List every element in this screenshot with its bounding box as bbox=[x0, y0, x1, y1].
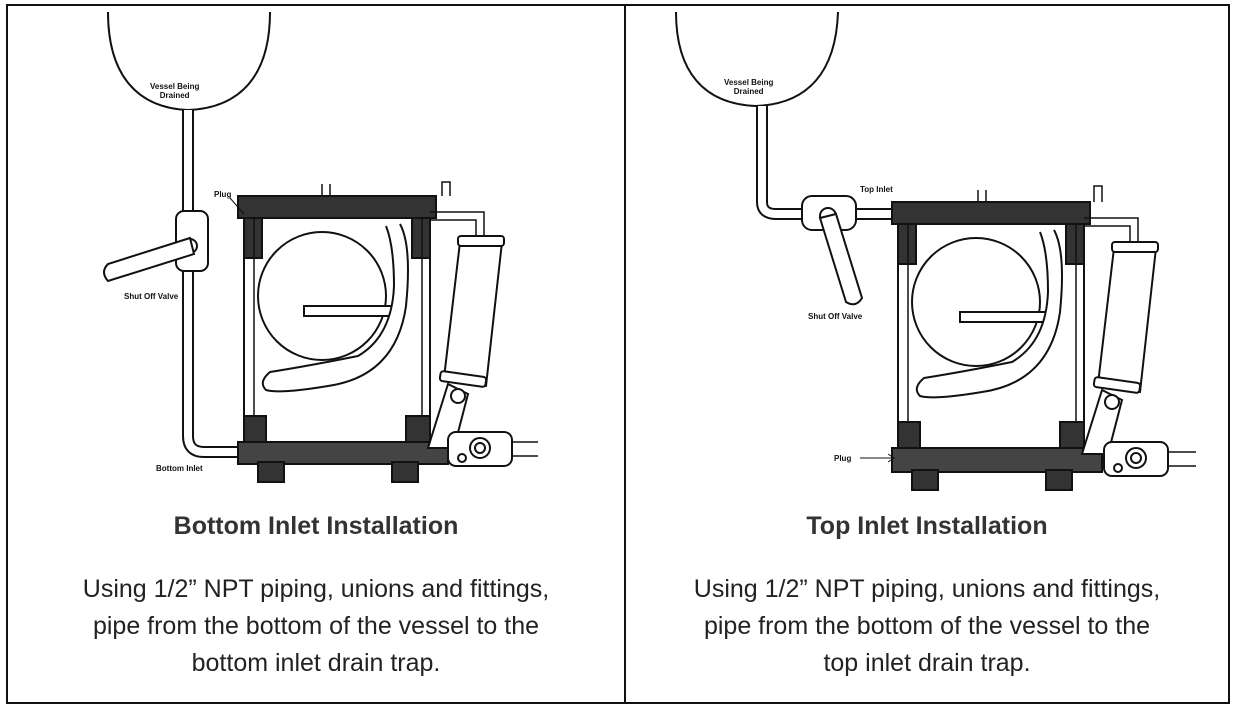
float-tube bbox=[915, 229, 1063, 399]
valve-handle bbox=[103, 236, 196, 283]
trap-base bbox=[237, 441, 449, 465]
float-ball bbox=[911, 237, 1041, 367]
shut-off-valve-label: Shut Off Valve bbox=[124, 292, 179, 301]
float-ball bbox=[257, 231, 387, 361]
top-inlet-label: Top Inlet bbox=[860, 185, 893, 194]
gauge-cylinder bbox=[1096, 247, 1158, 394]
bottom-inlet-panel: Vessel Being Drained Plug Shut Off Valve… bbox=[8, 6, 624, 702]
gauge-cylinder bbox=[442, 241, 504, 388]
trap-cover bbox=[891, 201, 1091, 225]
bottom-inlet-label: Bottom Inlet bbox=[156, 464, 203, 473]
bottom-inlet-description: Using 1/2” NPT piping, unions and fittin… bbox=[82, 575, 550, 677]
valve-handle bbox=[818, 212, 864, 306]
lever-arm bbox=[959, 311, 1055, 323]
vessel-label: Vessel Being Drained bbox=[724, 78, 774, 96]
shut-off-valve-label: Shut Off Valve bbox=[808, 312, 863, 321]
bottom-inlet-heading: Bottom Inlet Installation bbox=[173, 512, 459, 540]
trap-cover bbox=[237, 195, 437, 219]
top-inlet-heading: Top Inlet Installation bbox=[806, 512, 1048, 540]
panel-divider bbox=[624, 4, 626, 704]
vessel-label: Vessel Being Drained bbox=[150, 82, 200, 100]
float-tube bbox=[261, 223, 409, 393]
figure-border bbox=[6, 4, 1230, 704]
top-inlet-diagram bbox=[675, 11, 1196, 491]
bottom-inlet-diagram bbox=[103, 11, 538, 483]
top-inlet-description: Using 1/2” NPT piping, unions and fittin… bbox=[693, 575, 1161, 677]
lever-arm bbox=[303, 305, 399, 317]
plug-arrow bbox=[229, 197, 245, 215]
plug-label: Plug bbox=[214, 190, 232, 199]
plug-label: Plug bbox=[834, 454, 852, 463]
drain-pipe bbox=[182, 110, 248, 458]
top-inlet-panel: Vessel Being Drained Top Inlet Shut Off … bbox=[626, 6, 1228, 702]
trap-base bbox=[891, 447, 1103, 473]
